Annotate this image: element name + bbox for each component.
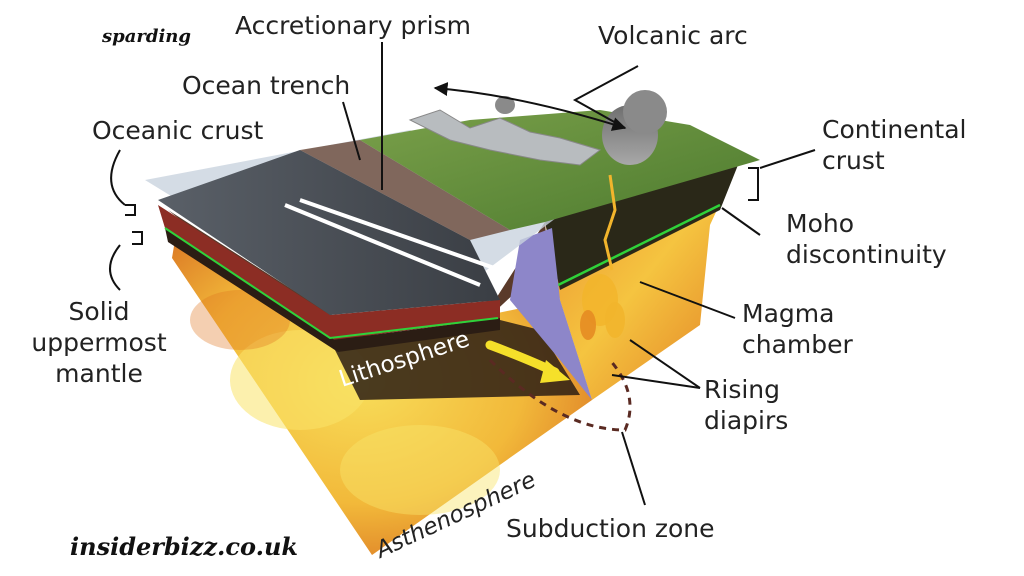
label-magma-chamber: Magma chamber — [742, 299, 853, 359]
subduction-zone-outline — [488, 358, 632, 432]
watermark-top: sparding — [102, 26, 191, 47]
leader-lines — [109, 42, 816, 506]
label-subduction-zone: Subduction zone — [506, 514, 715, 543]
magma-chamber — [580, 174, 625, 340]
label-continental-crust: Continental crust — [822, 115, 967, 175]
block-right-face — [510, 160, 740, 400]
label-ocean-trench: Ocean trench — [182, 71, 351, 100]
label-moho: Moho discontinuity — [786, 209, 947, 269]
watermark-bottom: insiderbizz.co.uk — [70, 532, 299, 561]
plate-motion-arrows — [284, 198, 570, 383]
lithosphere-layer — [158, 205, 580, 400]
label-solid-uppermost-mantle: Solid uppermost mantle — [31, 297, 167, 388]
label-rising-diapirs: Rising diapirs — [704, 375, 789, 435]
label-oceanic-crust: Oceanic crust — [92, 116, 264, 145]
label-accretionary-prism: Accretionary prism — [235, 11, 471, 40]
label-volcanic-arc: Volcanic arc — [598, 21, 748, 50]
